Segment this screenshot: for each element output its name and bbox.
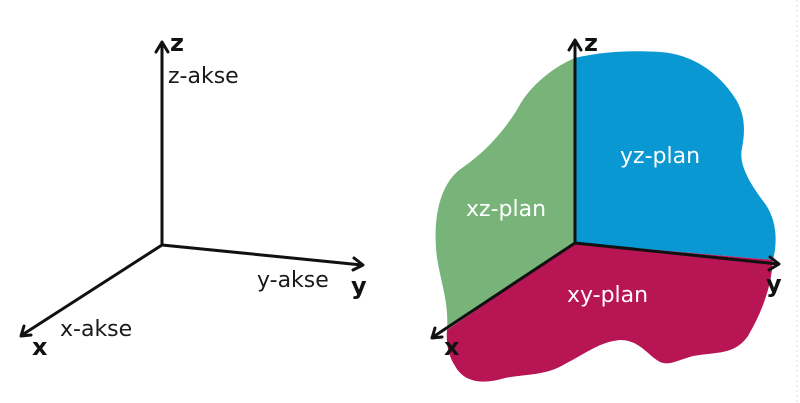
left-x-letter: x <box>32 333 48 361</box>
right-planes-diagram: z y x xz-plan yz-plan xy-plan <box>430 29 782 382</box>
xz-plane-shape <box>435 58 575 330</box>
left-axes-diagram: z y x z-akse y-akse x-akse <box>19 29 367 361</box>
left-z-arrowhead <box>154 40 170 54</box>
right-x-axis <box>432 241 576 339</box>
right-z-letter: z <box>584 29 598 57</box>
xz-plane-label: xz-plan <box>466 197 546 222</box>
right-z-arrowhead <box>567 38 583 52</box>
left-z-label: z-akse <box>168 64 239 89</box>
xy-plane-shape <box>446 243 773 382</box>
left-y-label: y-akse <box>257 268 329 293</box>
left-y-axis <box>161 243 363 267</box>
left-y-arrowhead <box>351 256 365 272</box>
left-z-letter: z <box>170 29 184 57</box>
right-x-letter: x <box>444 333 460 361</box>
right-y-arrowhead <box>767 255 781 272</box>
left-x-label: x-akse <box>60 317 132 342</box>
left-y-letter: y <box>351 272 367 300</box>
right-y-axis <box>574 241 779 266</box>
right-y-letter: y <box>766 270 782 298</box>
yz-plane-label: yz-plan <box>620 144 700 169</box>
left-x-axis <box>21 243 163 337</box>
right-x-arrowhead <box>430 326 444 340</box>
left-x-arrowhead <box>19 324 33 338</box>
yz-plane-shape <box>575 51 776 260</box>
xy-plane-label: xy-plan <box>567 283 648 308</box>
